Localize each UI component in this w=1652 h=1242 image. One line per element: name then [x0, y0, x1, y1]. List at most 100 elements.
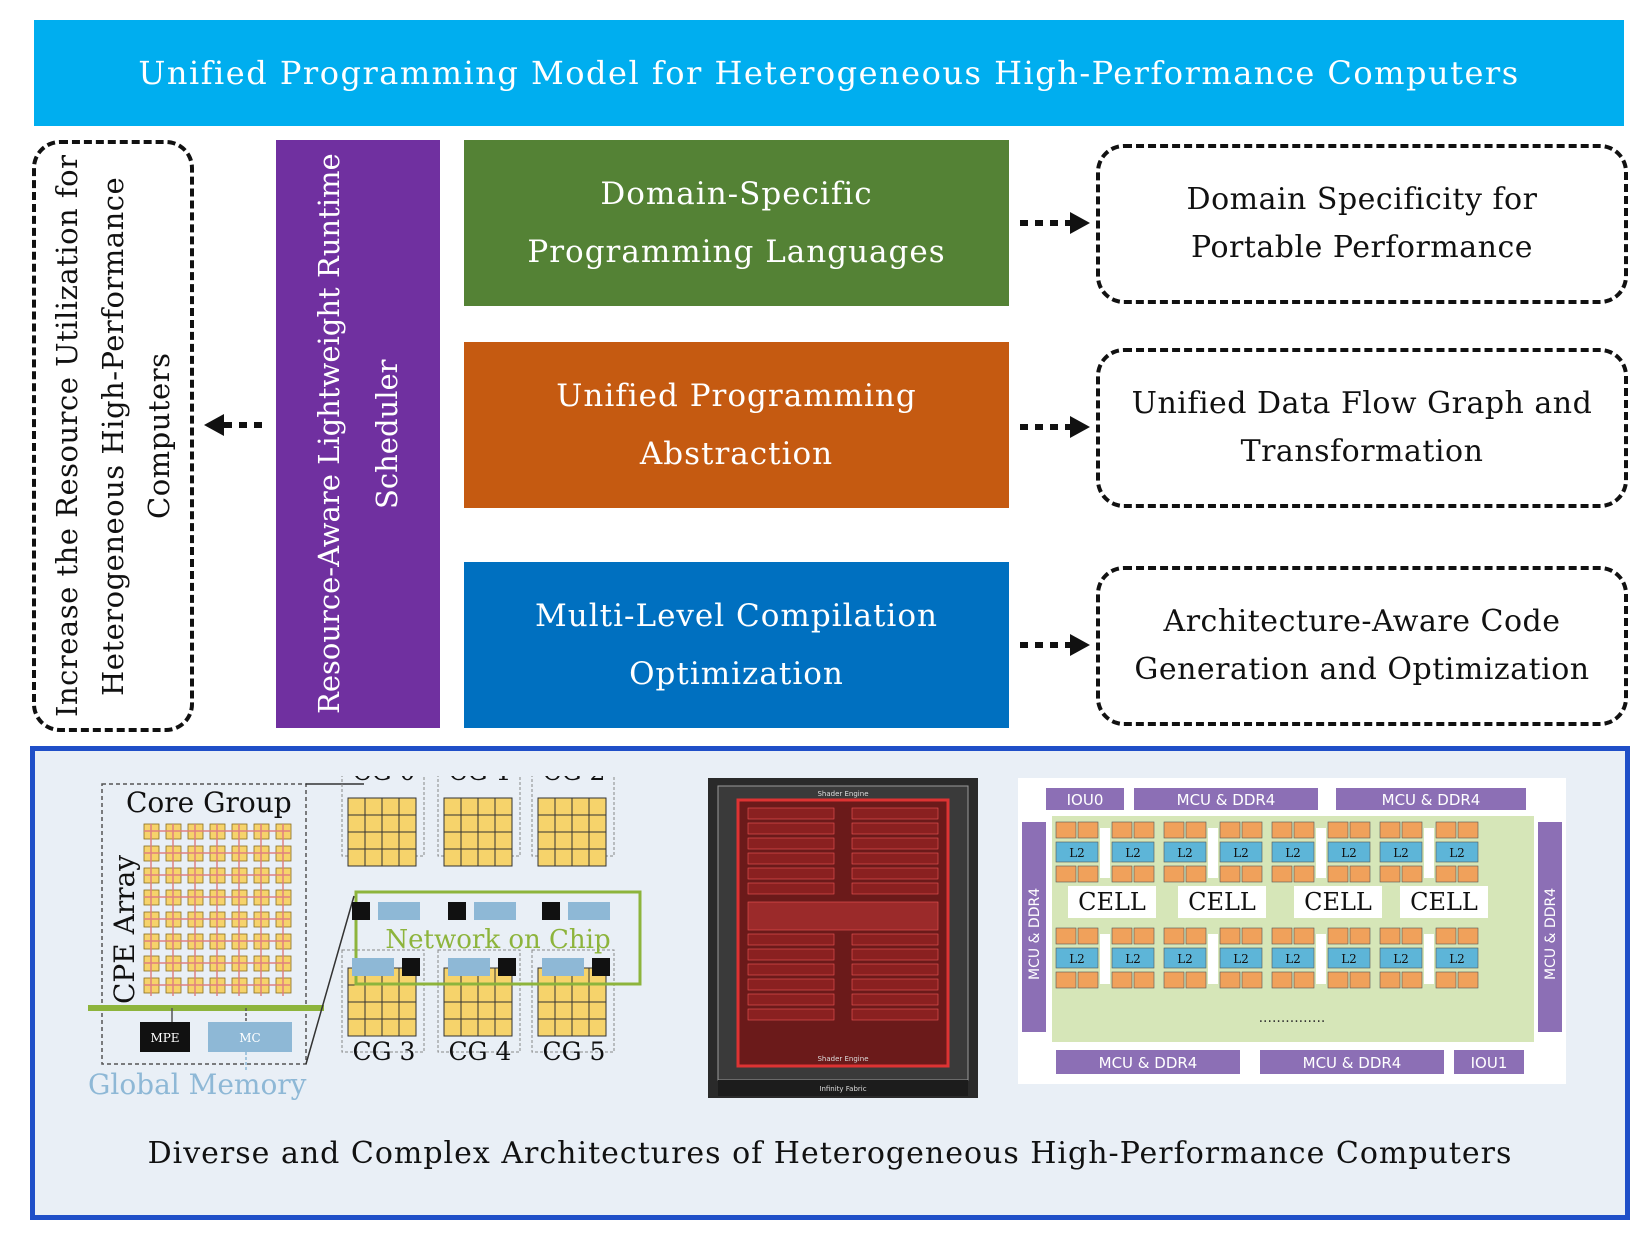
- cpe-cell: [477, 814, 496, 833]
- cpe-cell: [398, 1001, 417, 1020]
- cpe-cell: [588, 1018, 607, 1037]
- cpe-cell: [443, 1018, 462, 1037]
- core-cell: [1349, 865, 1371, 883]
- cpe-cell: [381, 984, 400, 1003]
- core-cell: [1271, 927, 1293, 945]
- l2-cache: [1435, 947, 1479, 969]
- cpe-cell: [398, 814, 417, 833]
- core-cell: [1457, 821, 1479, 839]
- core-group-frame: [437, 949, 521, 1053]
- mc-node: [542, 958, 584, 976]
- cpe-cell: [554, 1001, 573, 1020]
- mpe-node: [402, 958, 420, 976]
- core-cell: [1241, 927, 1263, 945]
- cpe-cell: [477, 1001, 496, 1020]
- core-cell: [1435, 821, 1457, 839]
- cpe-cell: [364, 848, 383, 867]
- mc-node: [568, 902, 610, 920]
- core-cell: [1457, 971, 1479, 989]
- core-group-blocks: CG 0CG 1CG 2CG 3CG 4CG 5: [341, 776, 615, 1066]
- core-cell: [1379, 927, 1401, 945]
- compilation-layer: Multi-Level Compilation Optimization: [464, 562, 1009, 728]
- dsl-outcome-box: Domain Specificity for Portable Performa…: [1096, 144, 1628, 304]
- cell-label: CELL: [1188, 888, 1256, 916]
- core-cell: [1185, 821, 1207, 839]
- mpe-node: [498, 958, 516, 976]
- l2-cache: [1327, 947, 1371, 969]
- l2-cache: [1271, 947, 1315, 969]
- cpe-cell: [364, 797, 383, 816]
- core-cell: [1349, 971, 1371, 989]
- cpe-cell: [477, 984, 496, 1003]
- global-memory-label: Global Memory: [88, 1068, 307, 1101]
- gpu-compute-unit: [851, 1008, 939, 1021]
- core-cell: [1111, 821, 1133, 839]
- gpu-compute-unit: [747, 978, 835, 991]
- scheduler-to-goal-arrow: [204, 414, 262, 436]
- network-on-chip-frame: [354, 890, 642, 986]
- l2-label: L2: [1125, 846, 1141, 860]
- mc-node: [474, 902, 516, 920]
- cpe-cell: [537, 1001, 556, 1020]
- cpe-cell: [443, 984, 462, 1003]
- cpe-cell: [347, 814, 366, 833]
- compilation-outcome-box: Architecture-Aware Code Generation and O…: [1096, 566, 1628, 726]
- cpe-cell: [443, 797, 462, 816]
- cpe-cell: [537, 1018, 556, 1037]
- core-cell: [1077, 927, 1099, 945]
- cpe-cell: [364, 1018, 383, 1037]
- gpu-compute-unit: [747, 867, 835, 880]
- cpe-cell: [460, 831, 479, 850]
- l2-cache: [1435, 841, 1479, 863]
- l2-label: L2: [1069, 846, 1085, 860]
- core-cell: [1111, 865, 1133, 883]
- core-cell: [1111, 927, 1133, 945]
- cpe-cell: [443, 831, 462, 850]
- core-cell: [1379, 865, 1401, 883]
- core-cell: [1435, 927, 1457, 945]
- mc-node: [378, 902, 420, 920]
- cpe-cell: [588, 831, 607, 850]
- dsl-outcome-arrow: [1020, 212, 1090, 234]
- l2-label: L2: [1177, 846, 1193, 860]
- core-group-label: CG 5: [543, 1037, 606, 1066]
- core-cell: [1055, 821, 1077, 839]
- cpe-cell: [554, 831, 573, 850]
- network-on-chip-label: Network on Chip: [385, 925, 610, 955]
- cpe-cell: [571, 848, 590, 867]
- l2-cache: [1055, 947, 1099, 969]
- cpe-cell: [347, 1018, 366, 1037]
- cpe-cell: [537, 848, 556, 867]
- cpe-cell: [477, 831, 496, 850]
- cpe-cell: [381, 848, 400, 867]
- cpe-cell: [364, 831, 383, 850]
- gpu-compute-unit: [747, 882, 835, 895]
- compilation-outcome-arrow: [1020, 634, 1090, 656]
- cell-label: CELL: [1304, 888, 1372, 916]
- core-cell: [1077, 865, 1099, 883]
- core-group-label: CG 1: [449, 776, 512, 786]
- gpu-compute-unit: [747, 822, 835, 835]
- abstraction-layer: Unified Programming Abstraction: [464, 342, 1009, 508]
- cpe-cell: [398, 1018, 417, 1037]
- dxe-block: [1424, 934, 1434, 984]
- cpe-cell: [364, 984, 383, 1003]
- abstraction-outcome-arrow: [1020, 416, 1090, 438]
- noc-nodes: [352, 902, 610, 976]
- cpe-cell: [381, 831, 400, 850]
- l2-cache: [1271, 841, 1315, 863]
- l2-label: L2: [1393, 952, 1409, 966]
- model-title: Unified Programming Model for Heterogene…: [138, 54, 1520, 92]
- cpe-cell: [477, 1018, 496, 1037]
- l2-label: L2: [1449, 952, 1465, 966]
- core-cell: [1133, 971, 1155, 989]
- cell-label-bg: [1400, 886, 1488, 918]
- core-cell: [1401, 821, 1423, 839]
- cpe-cell: [460, 848, 479, 867]
- mcu-top-left-label: MCU & DDR4: [1177, 791, 1276, 809]
- iou0-label: IOU0: [1067, 791, 1104, 809]
- gpu-compute-unit: [747, 948, 835, 961]
- l2-label: L2: [1125, 952, 1141, 966]
- l2-cache: [1111, 841, 1155, 863]
- core-group-label: CG 3: [353, 1037, 416, 1066]
